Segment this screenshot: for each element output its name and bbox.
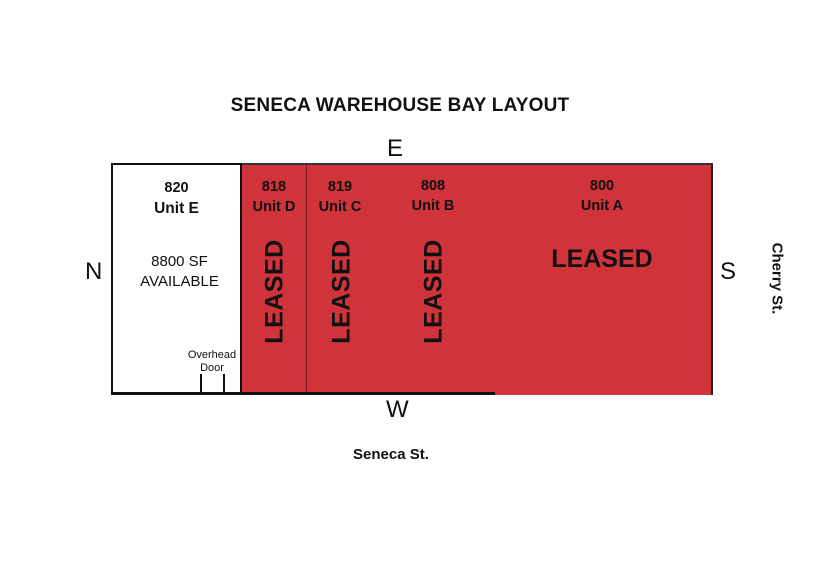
unit-a-status: LEASED bbox=[551, 245, 653, 273]
unit-e-name: Unit E bbox=[154, 200, 199, 217]
unit-c-number: 819 bbox=[327, 179, 353, 195]
unit-c-status: LEASED bbox=[327, 239, 356, 344]
divider-unit-d-c bbox=[306, 163, 307, 394]
leased-area bbox=[242, 163, 713, 395]
unit-d-status: LEASED bbox=[260, 239, 289, 344]
unit-e[interactable]: 820 Unit E 8800 SF AVAILABLE Overhead Do… bbox=[111, 163, 242, 394]
unit-a-name: Unit A bbox=[580, 198, 624, 214]
overhead-door-post-right bbox=[223, 374, 225, 392]
street-seneca: Seneca St. bbox=[353, 446, 429, 463]
bottom-wall bbox=[111, 392, 495, 395]
unit-d-number: 818 bbox=[261, 179, 287, 195]
compass-east: E bbox=[387, 135, 404, 162]
compass-west: W bbox=[386, 396, 409, 423]
unit-b-number: 808 bbox=[420, 178, 446, 194]
unit-b[interactable]: 808 Unit B LEASED bbox=[373, 163, 493, 394]
unit-c[interactable]: 819 Unit C LEASED bbox=[307, 163, 373, 394]
unit-e-status: AVAILABLE bbox=[140, 273, 219, 290]
unit-b-status: LEASED bbox=[419, 239, 448, 344]
overhead-door-label: Overhead bbox=[187, 349, 237, 361]
bay-layout: 820 Unit E 8800 SF AVAILABLE Overhead Do… bbox=[111, 163, 713, 395]
overhead-door-post-left bbox=[200, 374, 202, 392]
unit-e-area: 8800 SF bbox=[151, 253, 208, 270]
unit-a-number: 800 bbox=[589, 178, 615, 194]
street-cherry: Cherry St. bbox=[768, 242, 786, 315]
overhead-door-label-2: Door bbox=[200, 362, 224, 374]
unit-c-name: Unit C bbox=[318, 199, 362, 215]
unit-b-name: Unit B bbox=[411, 198, 455, 214]
unit-a[interactable]: 800 Unit A LEASED bbox=[493, 163, 711, 394]
compass-north: N bbox=[85, 258, 103, 285]
page-title: SENECA WAREHOUSE BAY LAYOUT bbox=[230, 95, 570, 116]
unit-e-number: 820 bbox=[164, 180, 189, 196]
unit-d[interactable]: 818 Unit D LEASED bbox=[242, 163, 306, 394]
unit-d-name: Unit D bbox=[252, 199, 296, 215]
compass-south: S bbox=[720, 258, 737, 285]
